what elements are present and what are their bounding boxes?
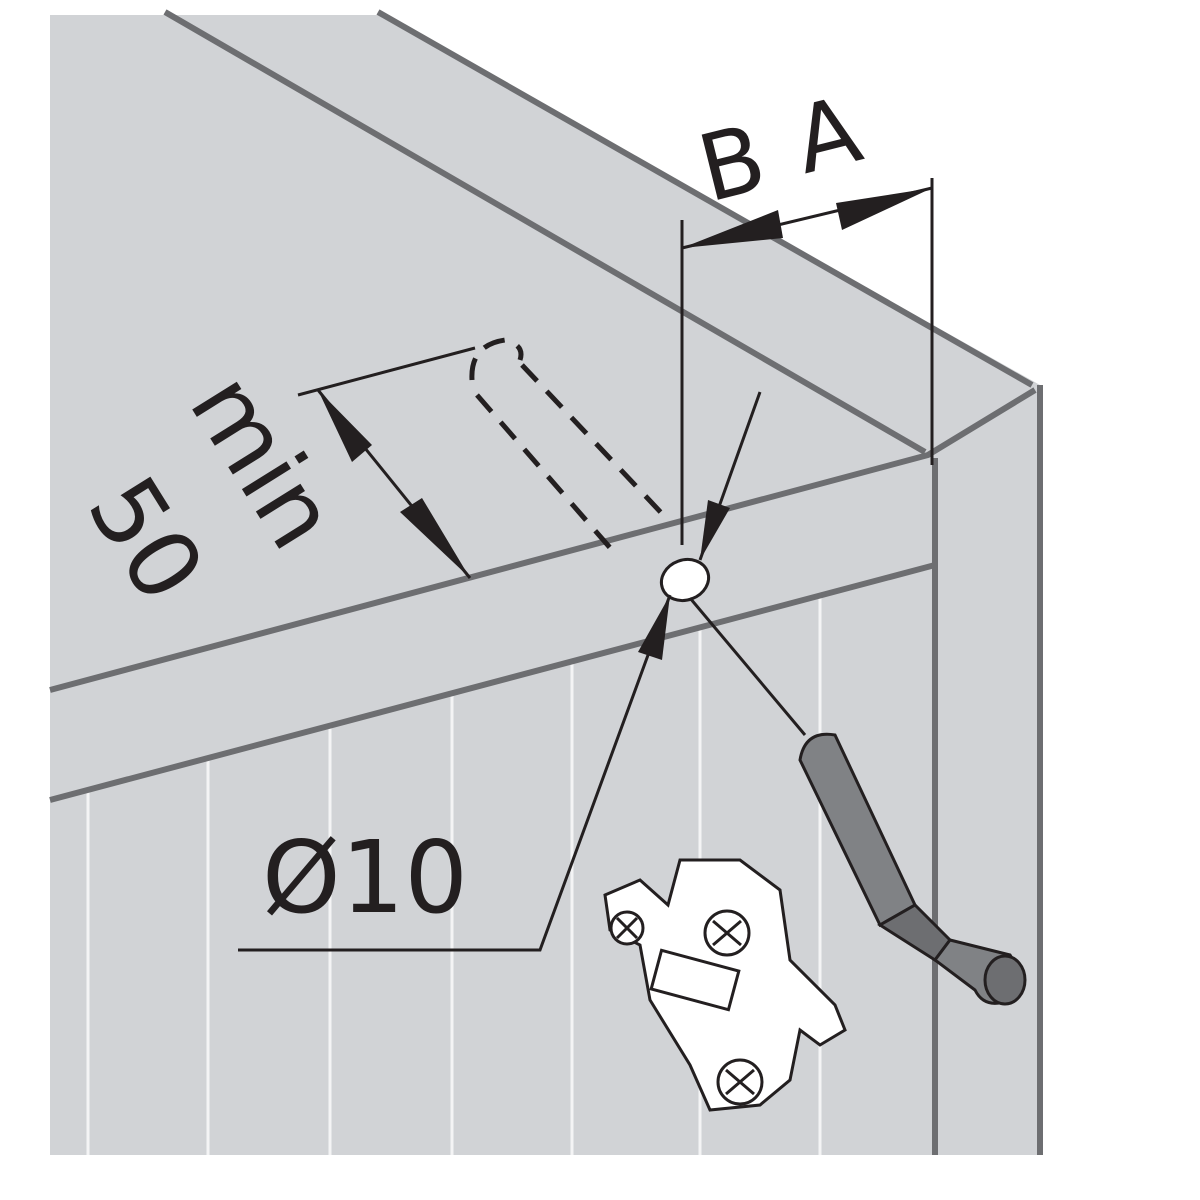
hinge-mounting-plate [603, 858, 847, 1112]
dim-label-a: A [784, 76, 871, 195]
diameter-arrows [238, 391, 807, 952]
side-panel [930, 385, 1040, 1155]
hidden-bore-outline [469, 337, 670, 552]
push-to-open-device [798, 732, 1027, 1006]
cabinet-edges [49, 9, 1043, 1155]
min50-dimension [297, 346, 476, 579]
top-surface [50, 15, 1040, 690]
ba-dimension [680, 178, 934, 545]
diameter-label: Ø10 [262, 819, 468, 936]
front-edge-band [50, 455, 935, 800]
